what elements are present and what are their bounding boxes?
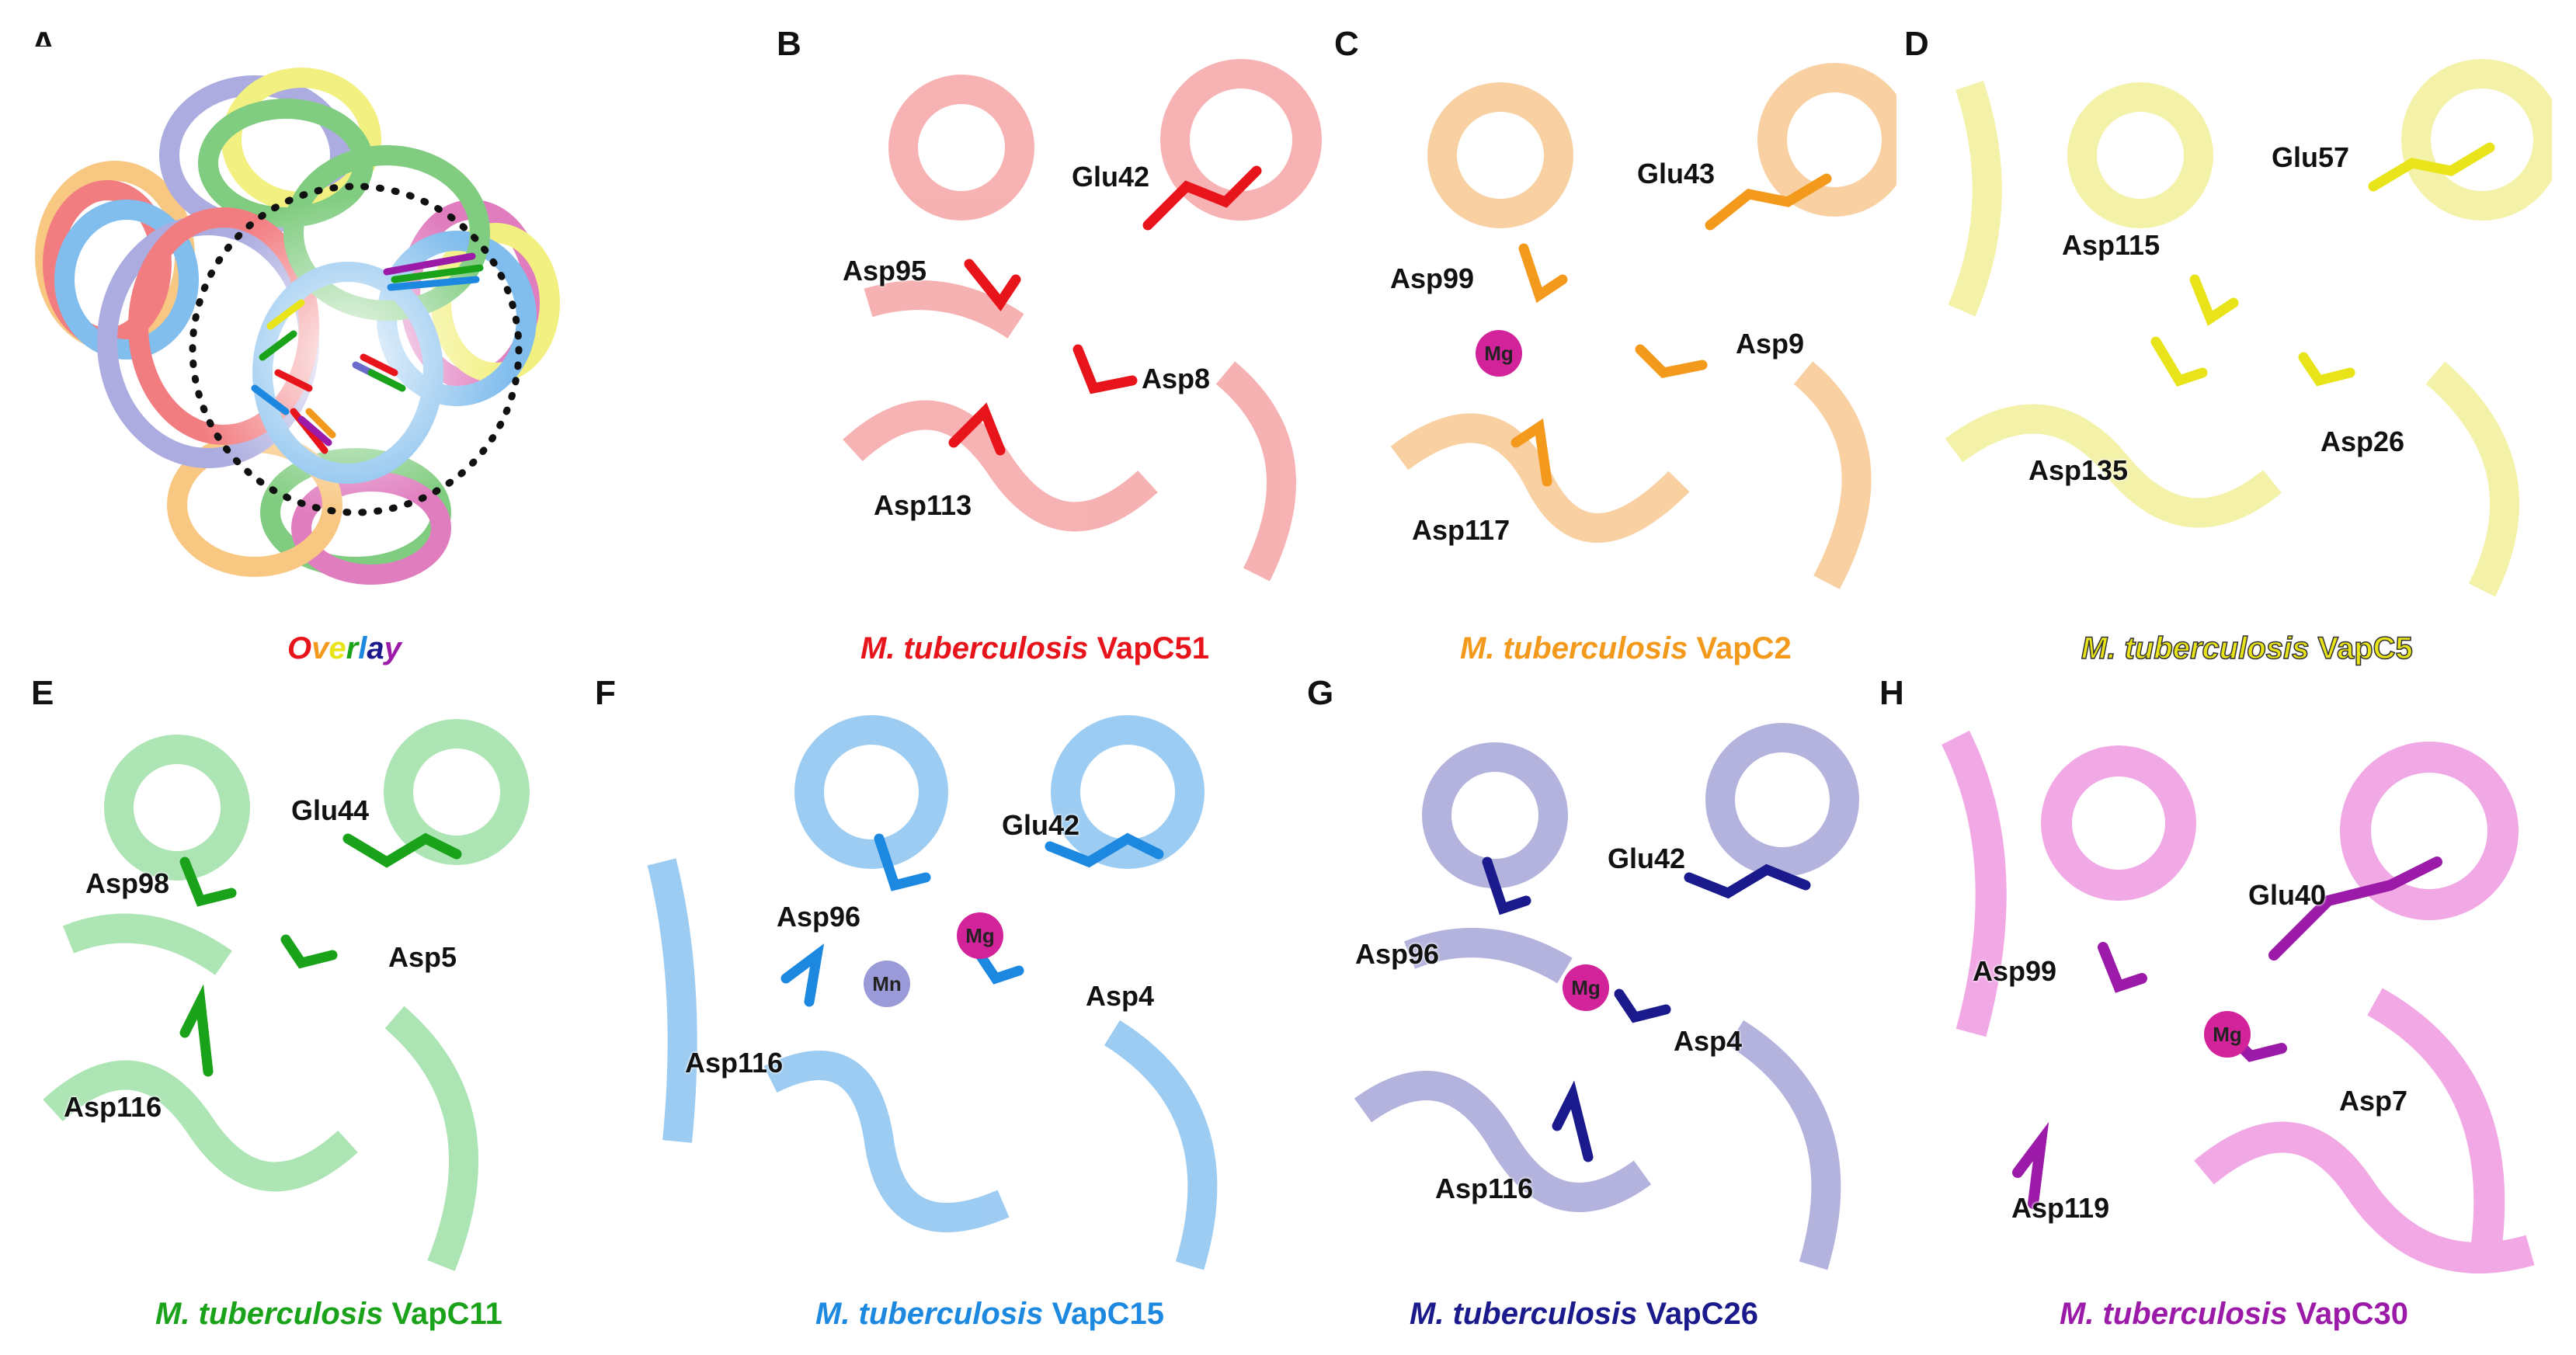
residue-label: Asp26 xyxy=(2320,426,2405,457)
residue-label: Asp9 xyxy=(1736,328,1805,360)
residue-label: Asp96 xyxy=(777,901,861,933)
caption-protein: VapC2 xyxy=(1696,631,1792,665)
caption-species: M. tuberculosis xyxy=(155,1297,384,1331)
overlay-letter: v xyxy=(311,631,329,665)
residue-label: Asp119 xyxy=(2011,1192,2110,1224)
residue-label: Asp5 xyxy=(388,941,457,973)
residue-label: Asp7 xyxy=(2339,1085,2408,1117)
caption-species: M. tuberculosis xyxy=(1410,1297,1638,1331)
mg-ion: Mg xyxy=(1563,964,1609,1011)
panel-f-structure-image xyxy=(631,707,1275,1297)
panel-c-structure-image xyxy=(1368,47,1896,613)
mg-ion: Mg xyxy=(1476,330,1522,377)
residue-label: Glu42 xyxy=(1002,809,1080,841)
residue-label: Asp95 xyxy=(843,255,927,287)
panel-label-e: E xyxy=(31,674,54,712)
panel-e-caption: M. tuberculosis VapC11 xyxy=(155,1297,502,1332)
panel-a-overlay-image xyxy=(22,47,565,606)
residue-label: Asp96 xyxy=(1355,938,1440,970)
caption-species: M. tuberculosis xyxy=(2081,631,2310,666)
residue-label: Asp8 xyxy=(1142,363,1211,394)
overlay-letter: y xyxy=(384,631,402,665)
residue-label: Glu44 xyxy=(291,794,370,826)
overlay-letter: e xyxy=(329,631,346,665)
caption-species: M. tuberculosis xyxy=(2060,1297,2288,1331)
panel-a-caption: Overlay xyxy=(287,631,402,666)
residue-label: Asp4 xyxy=(1674,1025,1743,1057)
panel-g-structure-image xyxy=(1347,707,1907,1297)
residue-label: Glu43 xyxy=(1637,158,1716,189)
panel-b-structure-image xyxy=(822,47,1326,613)
caption-species: M. tuberculosis xyxy=(860,631,1089,665)
panel-label-c: C xyxy=(1334,25,1359,63)
residue-label: Glu42 xyxy=(1608,843,1686,874)
caption-protein: VapC26 xyxy=(1646,1297,1759,1331)
vapc2-active-site-illustration xyxy=(1390,63,1896,589)
vapc51-active-site-illustration xyxy=(843,59,1322,582)
residue-label: Asp99 xyxy=(1390,262,1475,294)
panel-b-caption: M. tuberculosis VapC51 xyxy=(860,631,1209,666)
panel-label-h: H xyxy=(1879,674,1904,712)
residue-label: Asp116 xyxy=(1435,1173,1534,1204)
vapc11-active-site-illustration xyxy=(43,719,530,1272)
overlay-letter: O xyxy=(287,631,312,665)
vapc30-active-site-illustration xyxy=(1942,731,2535,1273)
residue-label: Glu40 xyxy=(2248,879,2327,911)
vapc15-active-site-illustration xyxy=(647,715,1218,1270)
residue-label: Asp115 xyxy=(2062,229,2161,261)
residue-label: Asp99 xyxy=(1973,955,2057,987)
overlay-letter: l xyxy=(358,631,367,665)
panel-d-caption: M. tuberculosis VapC5 xyxy=(2081,631,2413,666)
overlay-letter: r xyxy=(346,631,359,665)
panel-label-d: D xyxy=(1904,25,1929,63)
caption-species: M. tuberculosis xyxy=(1460,631,1688,665)
residue-label: Asp116 xyxy=(685,1047,784,1079)
residue-label: Asp117 xyxy=(1412,514,1510,546)
residue-label: Asp98 xyxy=(85,867,170,899)
overlay-structure-illustration xyxy=(35,68,560,585)
panel-d-structure-image xyxy=(1938,47,2552,613)
panel-f-caption: M. tuberculosis VapC15 xyxy=(815,1297,1164,1332)
panel-c-caption: M. tuberculosis VapC2 xyxy=(1460,631,1792,666)
residue-label: Asp135 xyxy=(2028,454,2129,486)
residue-label: Asp4 xyxy=(1086,980,1155,1012)
caption-protein: VapC11 xyxy=(391,1297,502,1331)
overlay-letter: a xyxy=(367,631,384,665)
vapc5-active-site-illustration xyxy=(1945,59,2552,597)
residue-label: Asp113 xyxy=(874,489,972,521)
residue-label: Asp116 xyxy=(64,1091,162,1123)
mn-ion: Mn xyxy=(864,961,910,1007)
panel-h-caption: M. tuberculosis VapC30 xyxy=(2060,1297,2408,1332)
mg-ion: Mg xyxy=(2204,1011,2251,1058)
panel-e-structure-image xyxy=(22,707,569,1297)
vapc26-active-site-illustration xyxy=(1354,723,1859,1270)
residue-label: Glu42 xyxy=(1072,161,1150,193)
caption-overlay-text: Overlay xyxy=(287,631,402,665)
caption-protein: VapC30 xyxy=(2296,1297,2409,1331)
panel-h-structure-image xyxy=(1924,707,2553,1297)
panel-label-f: F xyxy=(595,674,616,712)
caption-protein: VapC51 xyxy=(1097,631,1210,665)
panel-label-b: B xyxy=(777,25,801,63)
mg-ion: Mg xyxy=(957,912,1003,959)
panel-label-g: G xyxy=(1307,674,1334,712)
panel-g-caption: M. tuberculosis VapC26 xyxy=(1410,1297,1758,1332)
caption-protein: VapC5 xyxy=(2317,631,2414,666)
caption-protein: VapC15 xyxy=(1052,1297,1165,1331)
caption-species: M. tuberculosis xyxy=(815,1297,1044,1331)
residue-label: Glu57 xyxy=(2272,141,2350,173)
